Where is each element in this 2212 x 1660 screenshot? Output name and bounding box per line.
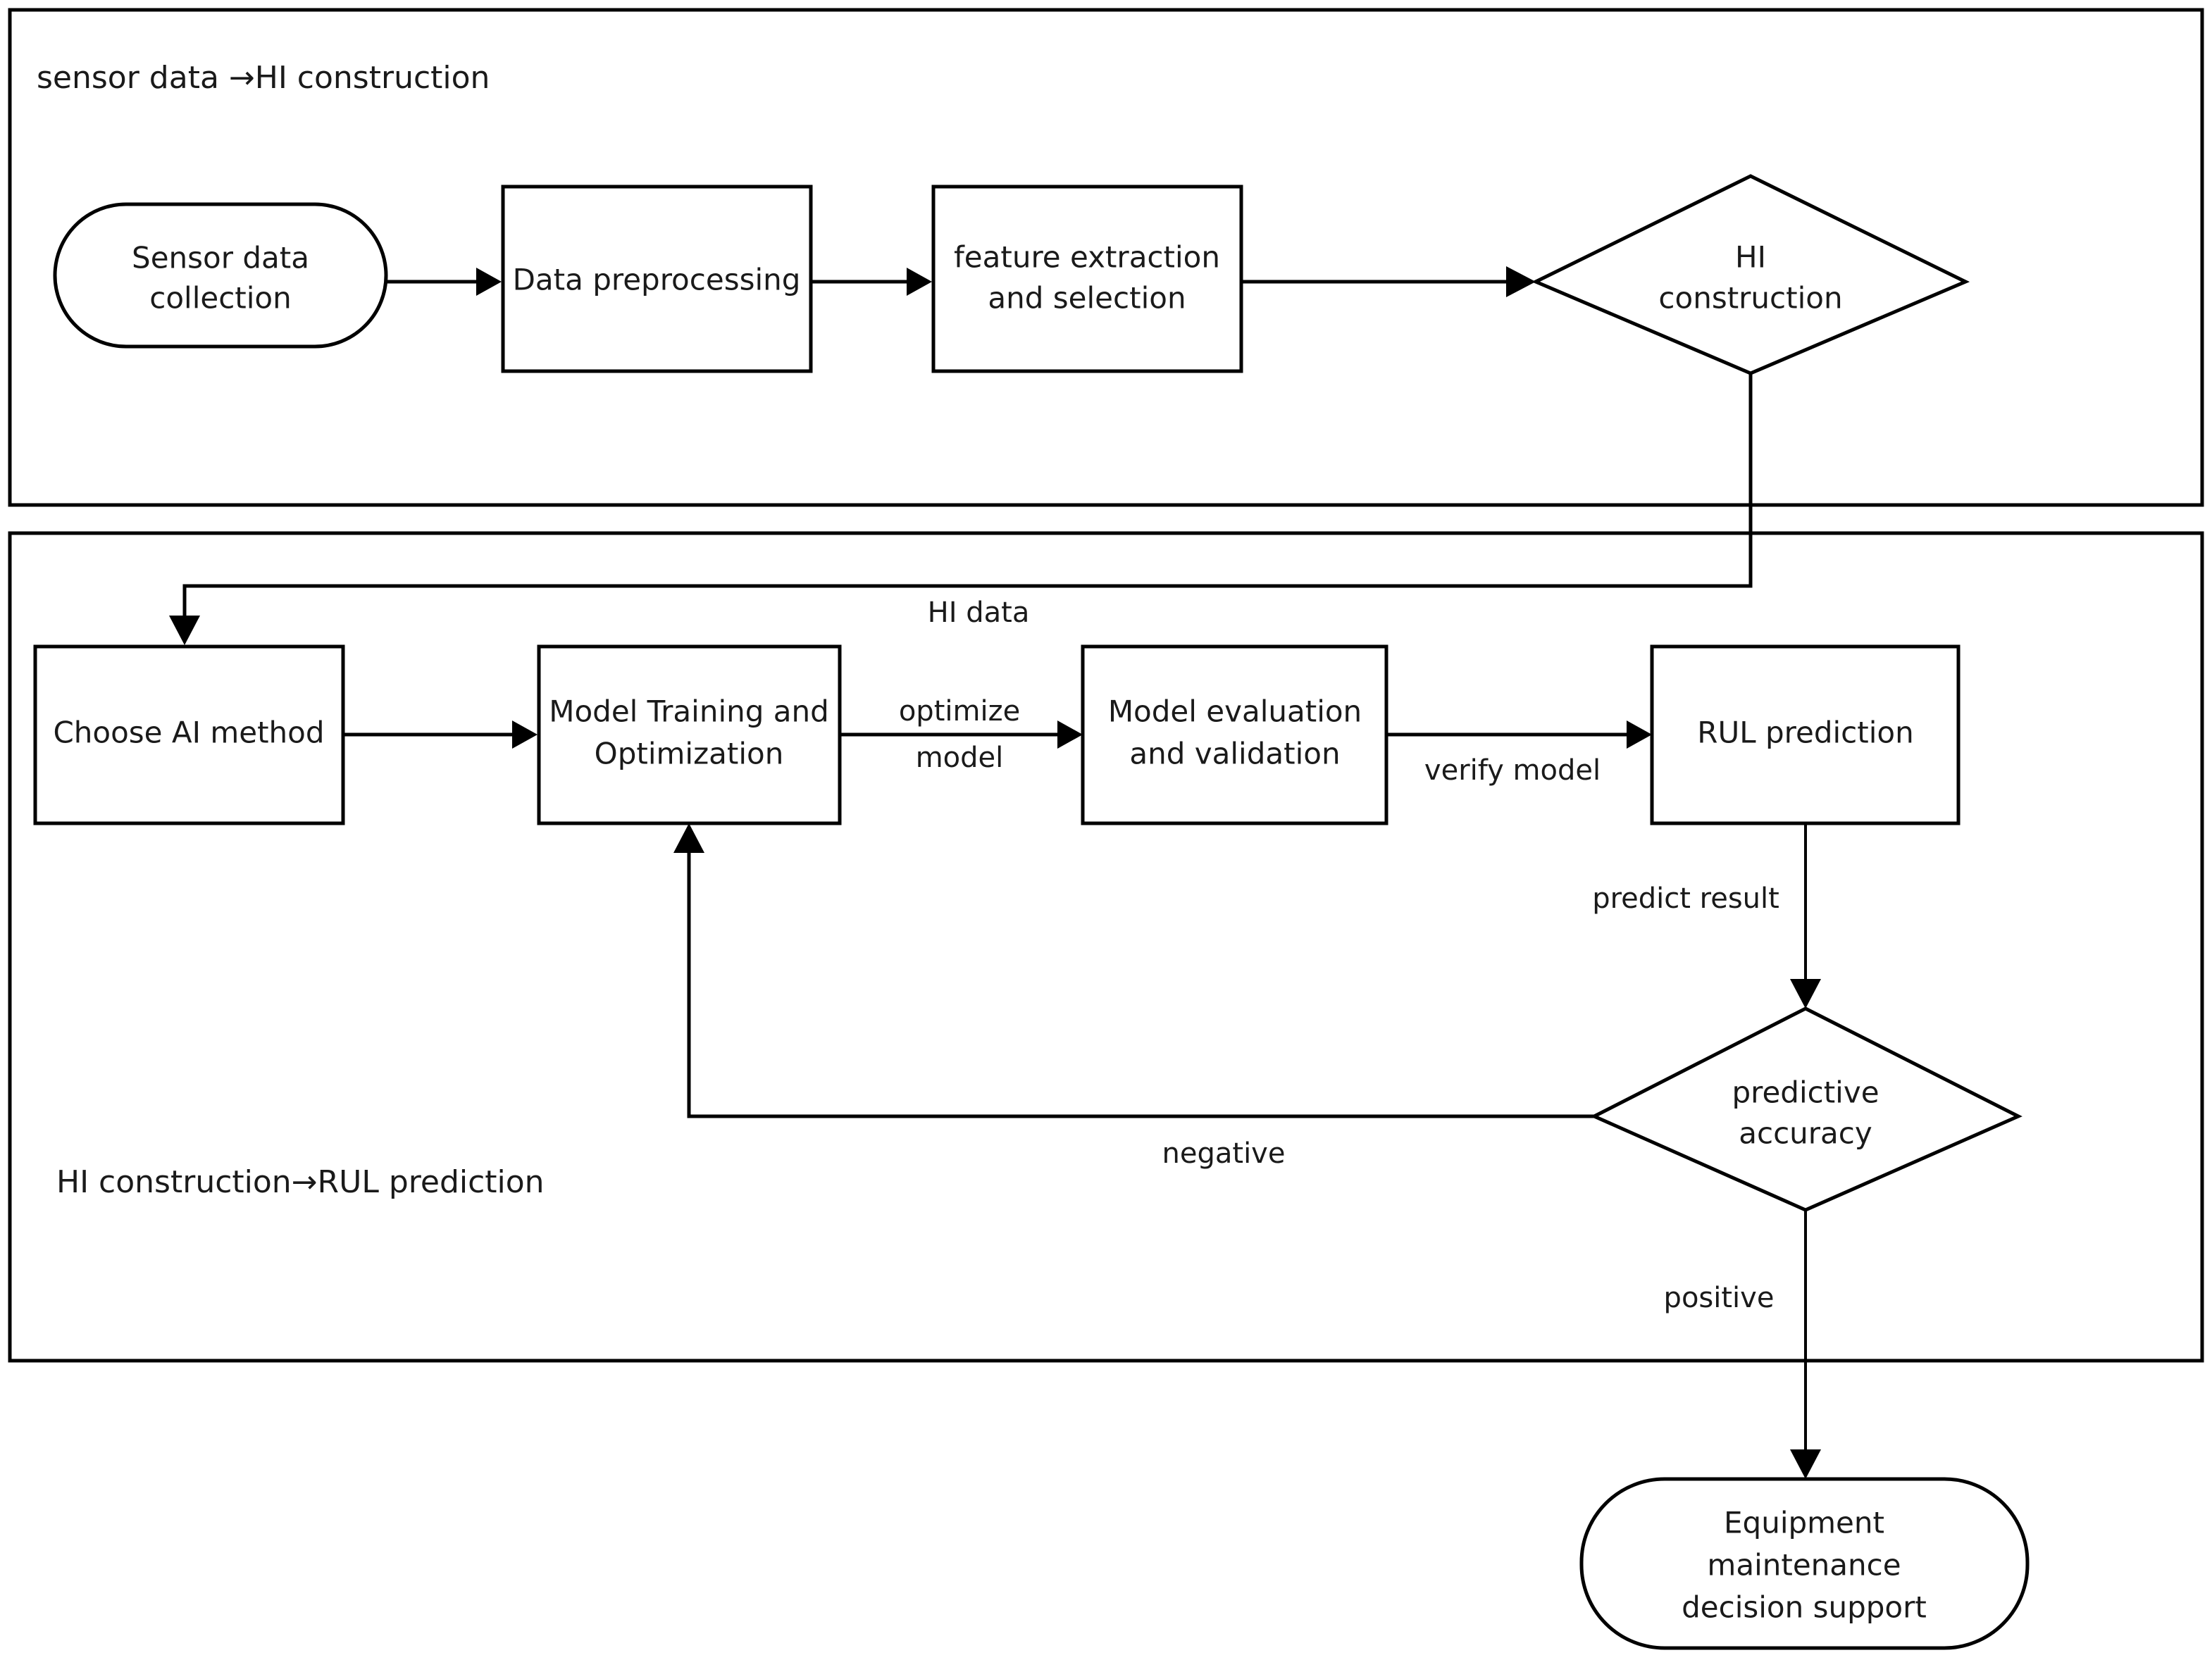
node-equipment-maintenance[interactable]: Equipment maintenance decision support: [1579, 1477, 2030, 1650]
edge-negative-feedback: [673, 823, 1594, 1118]
edge-label-negative: negative: [1162, 1137, 1286, 1170]
node-feature-extraction[interactable]: feature extraction and selection: [931, 185, 1243, 373]
edge-label-positive: positive: [1664, 1282, 1775, 1314]
hi-construction-label-line1: HI: [1735, 240, 1766, 275]
edge-label-verify-model: verify model: [1424, 754, 1601, 787]
sensor-data-collection-label-line2: collection: [149, 281, 292, 316]
arrowhead-icon: [673, 823, 704, 853]
edge-label-optimize-model-line1: optimize: [899, 695, 1020, 728]
node-choose-ai-method[interactable]: Choose AI method: [33, 644, 345, 825]
arrowhead-icon: [1057, 720, 1083, 749]
arrowhead-icon: [512, 720, 538, 749]
arrowhead-icon: [1790, 1449, 1821, 1479]
edge-sensor-to-preprocessing: [386, 268, 502, 296]
arrowhead-icon: [476, 268, 502, 296]
arrowhead-icon: [1790, 979, 1821, 1009]
edge-label-hi-data: HI data: [928, 597, 1030, 629]
edge-label-predict-result: predict result: [1592, 882, 1779, 915]
data-preprocessing-label: Data preprocessing: [513, 263, 801, 297]
edge-training-to-evaluation: [840, 720, 1083, 749]
predictive-accuracy-label-line1: predictive: [1732, 1075, 1879, 1110]
node-sensor-data-collection[interactable]: Sensor data collection: [53, 202, 388, 349]
hi-construction-shape: [1531, 174, 1970, 375]
node-model-evaluation[interactable]: Model evaluation and validation: [1081, 644, 1388, 825]
rul-prediction-label: RUL prediction: [1697, 716, 1913, 750]
edge-label-optimize-model-line2: model: [916, 742, 1004, 774]
edge-choose-to-training: [343, 720, 538, 749]
data-preprocessing-shape: [501, 185, 813, 373]
section-container-sensor-to-hi: [8, 8, 2204, 507]
equipment-maintenance-shape: [1579, 1477, 2030, 1650]
model-evaluation-shape: [1081, 644, 1388, 825]
sensor-data-collection-label-line1: Sensor data: [132, 241, 309, 275]
node-rul-prediction[interactable]: RUL prediction: [1650, 644, 1961, 825]
arrowhead-icon: [169, 616, 200, 645]
choose-ai-method-shape: [33, 644, 345, 825]
section-label-sensor-to-hi: sensor data →HI construction: [37, 60, 490, 96]
arrowhead-icon: [1627, 720, 1652, 749]
equipment-maintenance-label-line1: Equipment: [1724, 1506, 1884, 1540]
model-evaluation-label-line2: and validation: [1129, 737, 1340, 771]
model-training-shape: [537, 644, 842, 825]
sensor-data-collection-shape: [53, 202, 388, 349]
model-training-label-line1: Model Training and: [549, 694, 829, 729]
edge-evaluation-to-rul: [1386, 720, 1652, 749]
edge-rul-to-accuracy: [1790, 823, 1821, 1009]
edge-preprocessing-to-feature: [811, 268, 932, 296]
edge-feature-to-hi-construction: [1241, 266, 1536, 297]
equipment-maintenance-label-line2: maintenance: [1707, 1548, 1901, 1583]
node-predictive-accuracy[interactable]: predictive accuracy: [1590, 1006, 2023, 1212]
predictive-accuracy-label-line2: accuracy: [1739, 1116, 1872, 1151]
model-training-label-line2: Optimization: [595, 737, 784, 771]
section-label-hi-to-rul: HI construction→RUL prediction: [56, 1164, 545, 1200]
hi-construction-label-line2: construction: [1658, 281, 1842, 316]
equipment-maintenance-label-line3: decision support: [1682, 1590, 1927, 1625]
edge-hi-data: [169, 373, 1753, 645]
section-container-hi-to-rul: [8, 531, 2204, 1363]
arrowhead-icon: [907, 268, 932, 296]
feature-extraction-label-line2: and selection: [988, 281, 1186, 316]
feature-extraction-label-line1: feature extraction: [954, 240, 1220, 275]
node-data-preprocessing[interactable]: Data preprocessing: [501, 185, 813, 373]
node-hi-construction[interactable]: HI construction: [1531, 174, 1970, 375]
arrowhead-icon: [1506, 266, 1536, 297]
choose-ai-method-label: Choose AI method: [53, 716, 324, 750]
feature-extraction-shape: [931, 185, 1243, 373]
edge-positive: [1790, 1210, 1821, 1479]
model-evaluation-label-line1: Model evaluation: [1108, 694, 1362, 729]
node-model-training[interactable]: Model Training and Optimization: [537, 644, 842, 825]
